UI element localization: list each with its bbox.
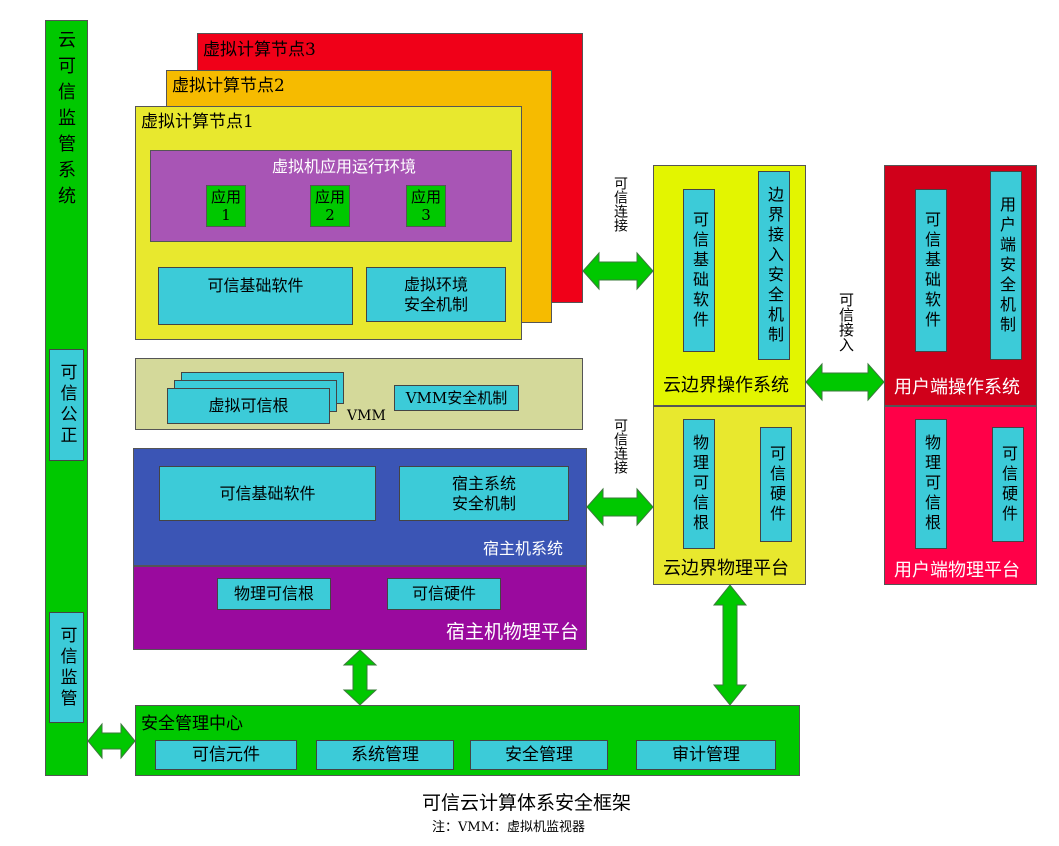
node1-trusted-base-software: 可信基础软件 bbox=[158, 267, 353, 325]
app-3-num: 3 bbox=[421, 206, 431, 224]
arrow-supervision-to-center bbox=[87, 722, 136, 760]
app-2-name: 应用 bbox=[314, 188, 345, 206]
edge-access-security: 边界接入安全机制 bbox=[758, 171, 790, 360]
vm-runtime-environment-title: 虚拟机应用运行环境 bbox=[272, 157, 417, 176]
sec-item-trusted-components: 可信元件 bbox=[155, 740, 297, 770]
arrow-edge-to-user bbox=[805, 362, 885, 402]
cloud-edge-physical-platform-title: 云边界物理平台 bbox=[663, 558, 789, 579]
sec-item-audit-management: 审计管理 bbox=[636, 740, 776, 770]
host-physical-trust-root: 物理可信根 bbox=[217, 578, 331, 610]
virtual-node-2-title: 虚拟计算节点2 bbox=[172, 76, 285, 96]
host-security-line2: 安全机制 bbox=[451, 493, 516, 513]
app-3: 应用 3 bbox=[406, 185, 446, 227]
host-trusted-base-software-label: 可信基础软件 bbox=[219, 483, 316, 503]
virtual-env-security-line2: 安全机制 bbox=[403, 294, 468, 314]
host-system-security: 宿主系统 安全机制 bbox=[399, 466, 569, 521]
vmm-security-label: VMM安全机制 bbox=[405, 389, 508, 407]
app-2: 应用 2 bbox=[310, 185, 350, 227]
arrow-host-platform-to-center bbox=[342, 649, 378, 706]
trusted-connect-label-bottom: 可信连接 bbox=[612, 418, 628, 474]
vmm-label: VMM bbox=[347, 408, 386, 424]
figure-note: 注：VMM：虚拟机监视器 bbox=[432, 820, 586, 835]
app-1: 应用 1 bbox=[206, 185, 246, 227]
virtual-node-3-title: 虚拟计算节点3 bbox=[203, 40, 316, 60]
host-physical-trust-root-label: 物理可信根 bbox=[233, 584, 314, 603]
trusted-access-label: 可信接入 bbox=[837, 292, 855, 352]
figure-title: 可信云计算体系安全框架 bbox=[422, 792, 632, 814]
sec-item-security-management: 安全管理 bbox=[470, 740, 608, 770]
host-trusted-base-software: 可信基础软件 bbox=[159, 466, 376, 521]
user-trusted-hardware: 可信硬件 bbox=[992, 427, 1024, 542]
arrow-host-to-edge-platform bbox=[586, 487, 654, 527]
host-physical-platform-title: 宿主机物理平台 bbox=[446, 621, 580, 643]
virtual-node-1-title: 虚拟计算节点1 bbox=[141, 112, 254, 132]
app-2-num: 2 bbox=[325, 206, 335, 224]
trusted-connect-label-top: 可信连接 bbox=[612, 176, 628, 232]
host-security-line1: 宿主系统 bbox=[451, 473, 516, 493]
arrow-node-to-edge-os bbox=[582, 251, 654, 291]
trusted-notary-box: 可信公正 bbox=[49, 349, 84, 461]
user-physical-trust-root: 物理可信根 bbox=[915, 419, 947, 549]
supervision-system-title: 云可信监管系统 bbox=[55, 30, 76, 212]
virtual-trust-root-label: 虚拟可信根 bbox=[208, 396, 289, 415]
app-3-name: 应用 bbox=[410, 188, 441, 206]
user-os-title: 用户端操作系统 bbox=[894, 377, 1020, 398]
cloud-edge-os-title: 云边界操作系统 bbox=[663, 375, 789, 396]
sec-item-system-management: 系统管理 bbox=[316, 740, 454, 770]
node1-virtual-env-security: 虚拟环境 安全机制 bbox=[366, 267, 506, 322]
user-trusted-base-software: 可信基础软件 bbox=[915, 189, 947, 352]
host-physical-platform bbox=[133, 566, 587, 650]
user-security: 用户端安全机制 bbox=[990, 171, 1022, 360]
security-management-center-title: 安全管理中心 bbox=[141, 714, 243, 734]
trusted-supervision-box: 可信监管 bbox=[49, 612, 84, 723]
app-1-num: 1 bbox=[221, 206, 231, 224]
arrow-edge-platform-to-center bbox=[712, 584, 748, 706]
host-system-title: 宿主机系统 bbox=[483, 539, 564, 558]
host-trusted-hardware-label: 可信硬件 bbox=[411, 584, 476, 603]
vmm-security: VMM安全机制 bbox=[394, 385, 519, 411]
virtual-env-security-line1: 虚拟环境 bbox=[403, 274, 468, 294]
edge-physical-trust-root: 物理可信根 bbox=[683, 419, 715, 549]
edge-trusted-hardware: 可信硬件 bbox=[760, 427, 792, 542]
node1-trusted-base-software-label: 可信基础软件 bbox=[207, 276, 304, 295]
user-physical-platform-title: 用户端物理平台 bbox=[894, 560, 1020, 581]
edge-trusted-base-software: 可信基础软件 bbox=[683, 189, 715, 352]
virtual-trust-root: 虚拟可信根 bbox=[167, 388, 330, 424]
app-1-name: 应用 bbox=[210, 188, 241, 206]
host-trusted-hardware: 可信硬件 bbox=[387, 578, 501, 610]
